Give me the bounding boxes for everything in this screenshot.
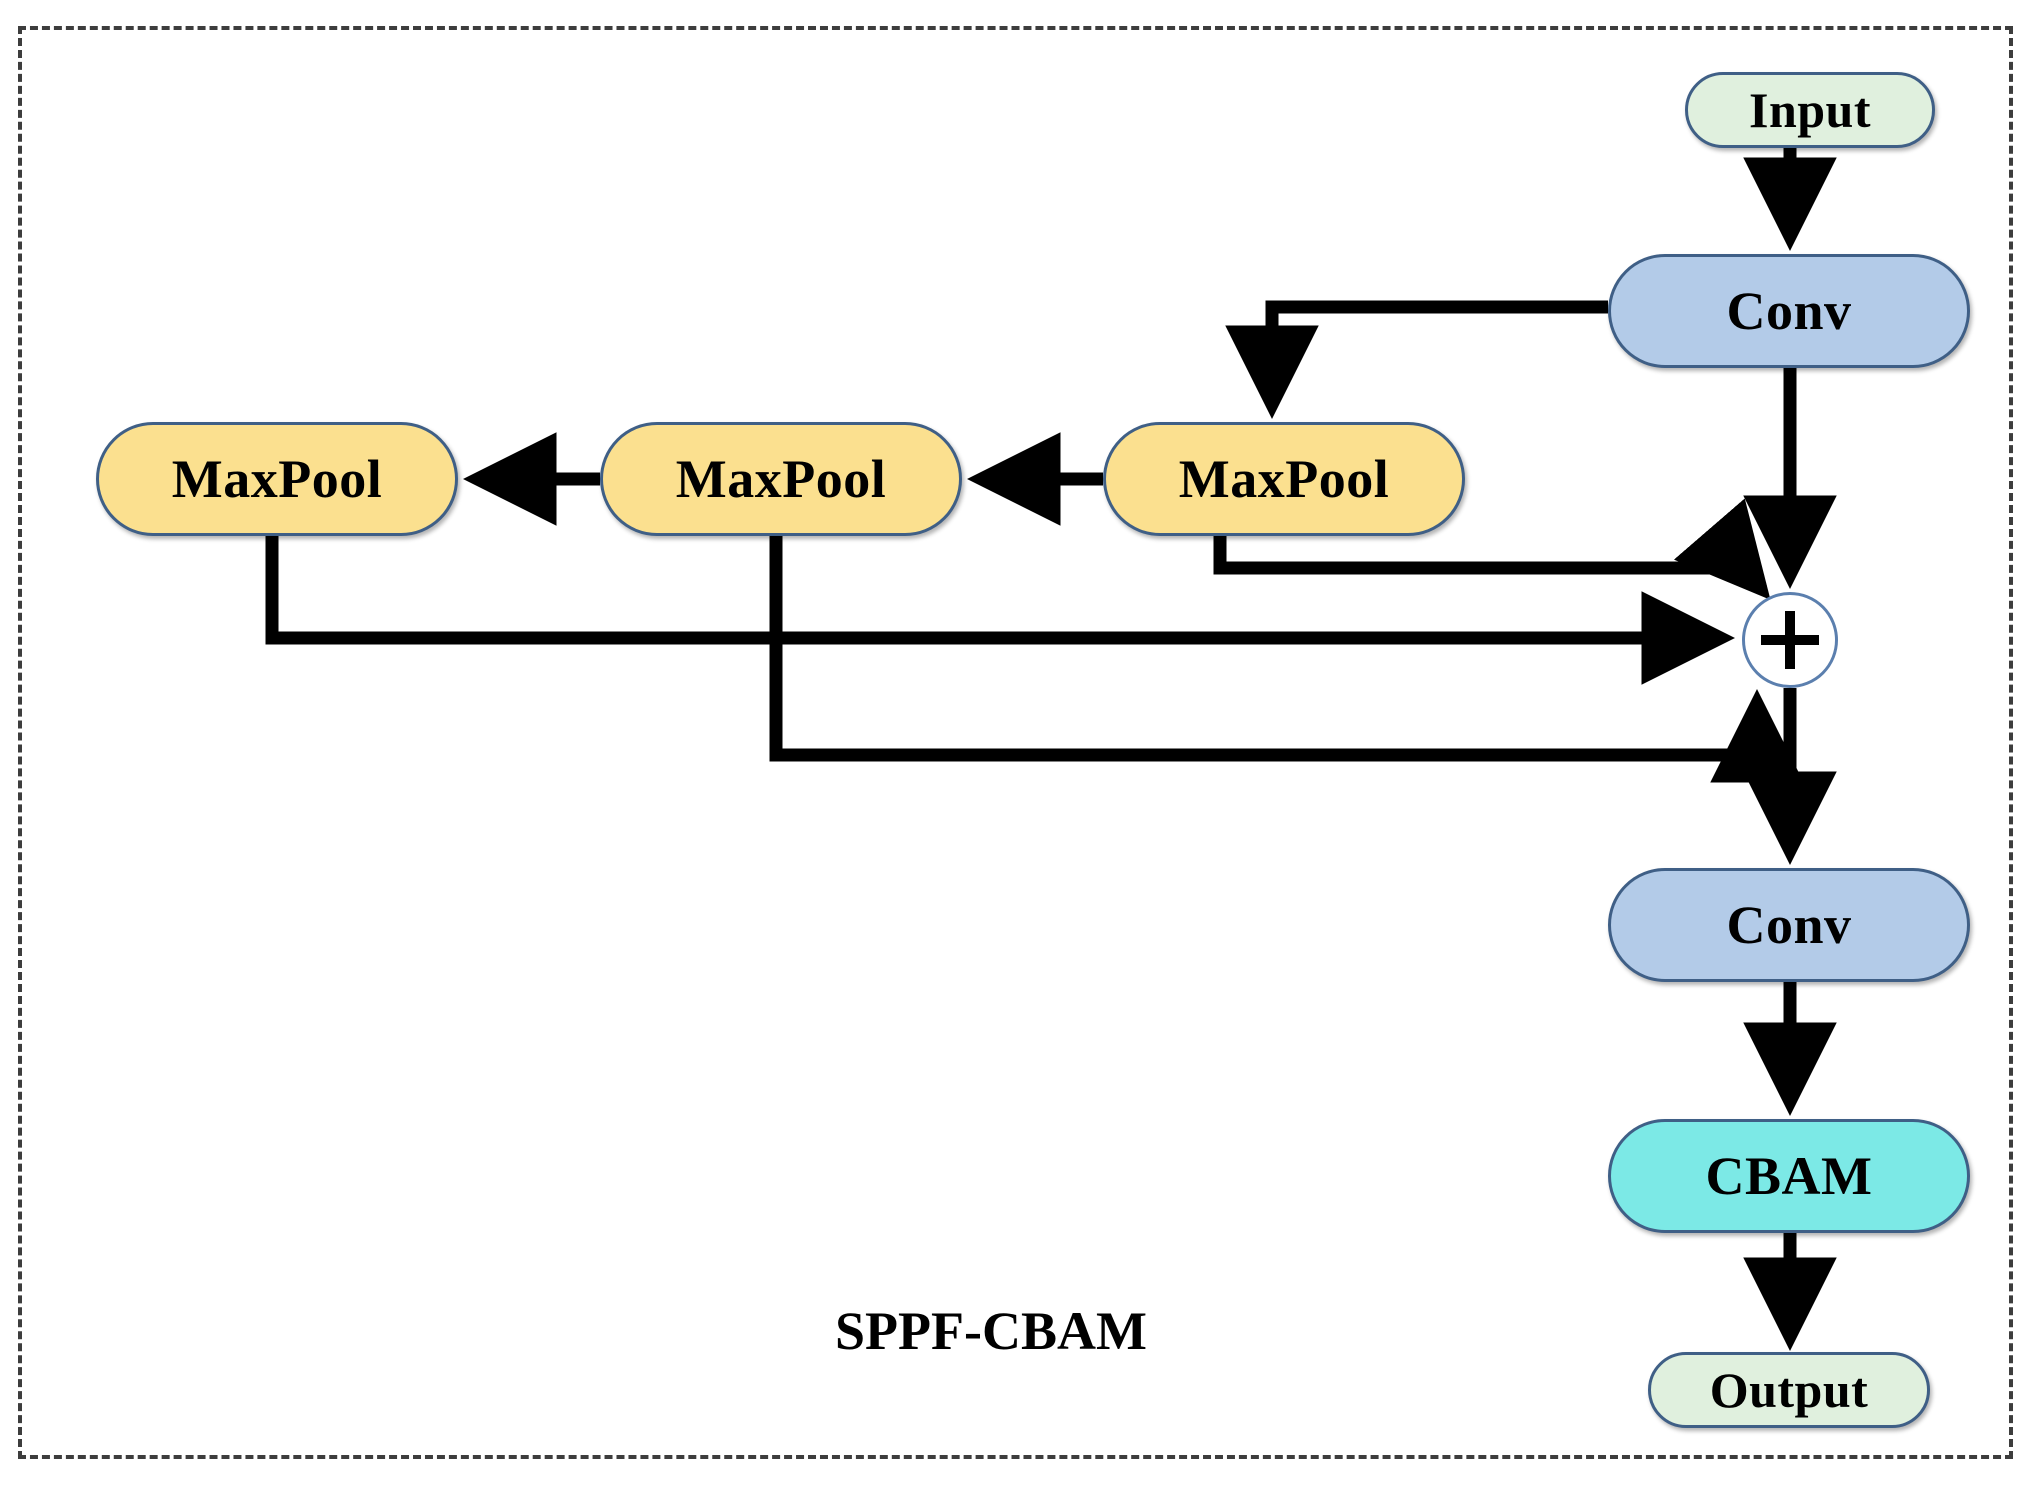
- node-maxpool-3[interactable]: MaxPool: [1103, 422, 1465, 536]
- node-conv-bottom-label: Conv: [1726, 895, 1852, 955]
- diagram-caption: SPPF-CBAM: [835, 1301, 1147, 1361]
- node-maxpool-1-label: MaxPool: [171, 449, 383, 509]
- node-output[interactable]: Output: [1648, 1352, 1930, 1428]
- node-maxpool-2-label: MaxPool: [675, 449, 887, 509]
- sum-node-plus-icon[interactable]: [1742, 592, 1838, 688]
- node-input-label: Input: [1748, 82, 1872, 138]
- edge-conv-top-to-maxpool-3: [1225, 300, 1608, 420]
- edge-maxpool-3-to-sum: [1213, 498, 1771, 600]
- node-cbam[interactable]: CBAM: [1608, 1119, 1970, 1233]
- node-cbam-label: CBAM: [1705, 1146, 1873, 1206]
- node-maxpool-1[interactable]: MaxPool: [96, 422, 458, 536]
- node-maxpool-3-label: MaxPool: [1178, 449, 1390, 509]
- node-conv-bottom[interactable]: Conv: [1608, 868, 1970, 982]
- node-maxpool-2[interactable]: MaxPool: [600, 422, 962, 536]
- edge-maxpool-1-to-sum: [265, 536, 1736, 685]
- plus-icon-vertical-bar: [1784, 611, 1796, 669]
- node-conv-top[interactable]: Conv: [1608, 254, 1970, 368]
- dashed-module-border: [18, 26, 2013, 1459]
- node-output-label: Output: [1709, 1362, 1869, 1418]
- edge-maxpool-2-to-sum: [769, 536, 1804, 783]
- node-conv-top-label: Conv: [1726, 281, 1852, 341]
- node-input[interactable]: Input: [1685, 72, 1935, 148]
